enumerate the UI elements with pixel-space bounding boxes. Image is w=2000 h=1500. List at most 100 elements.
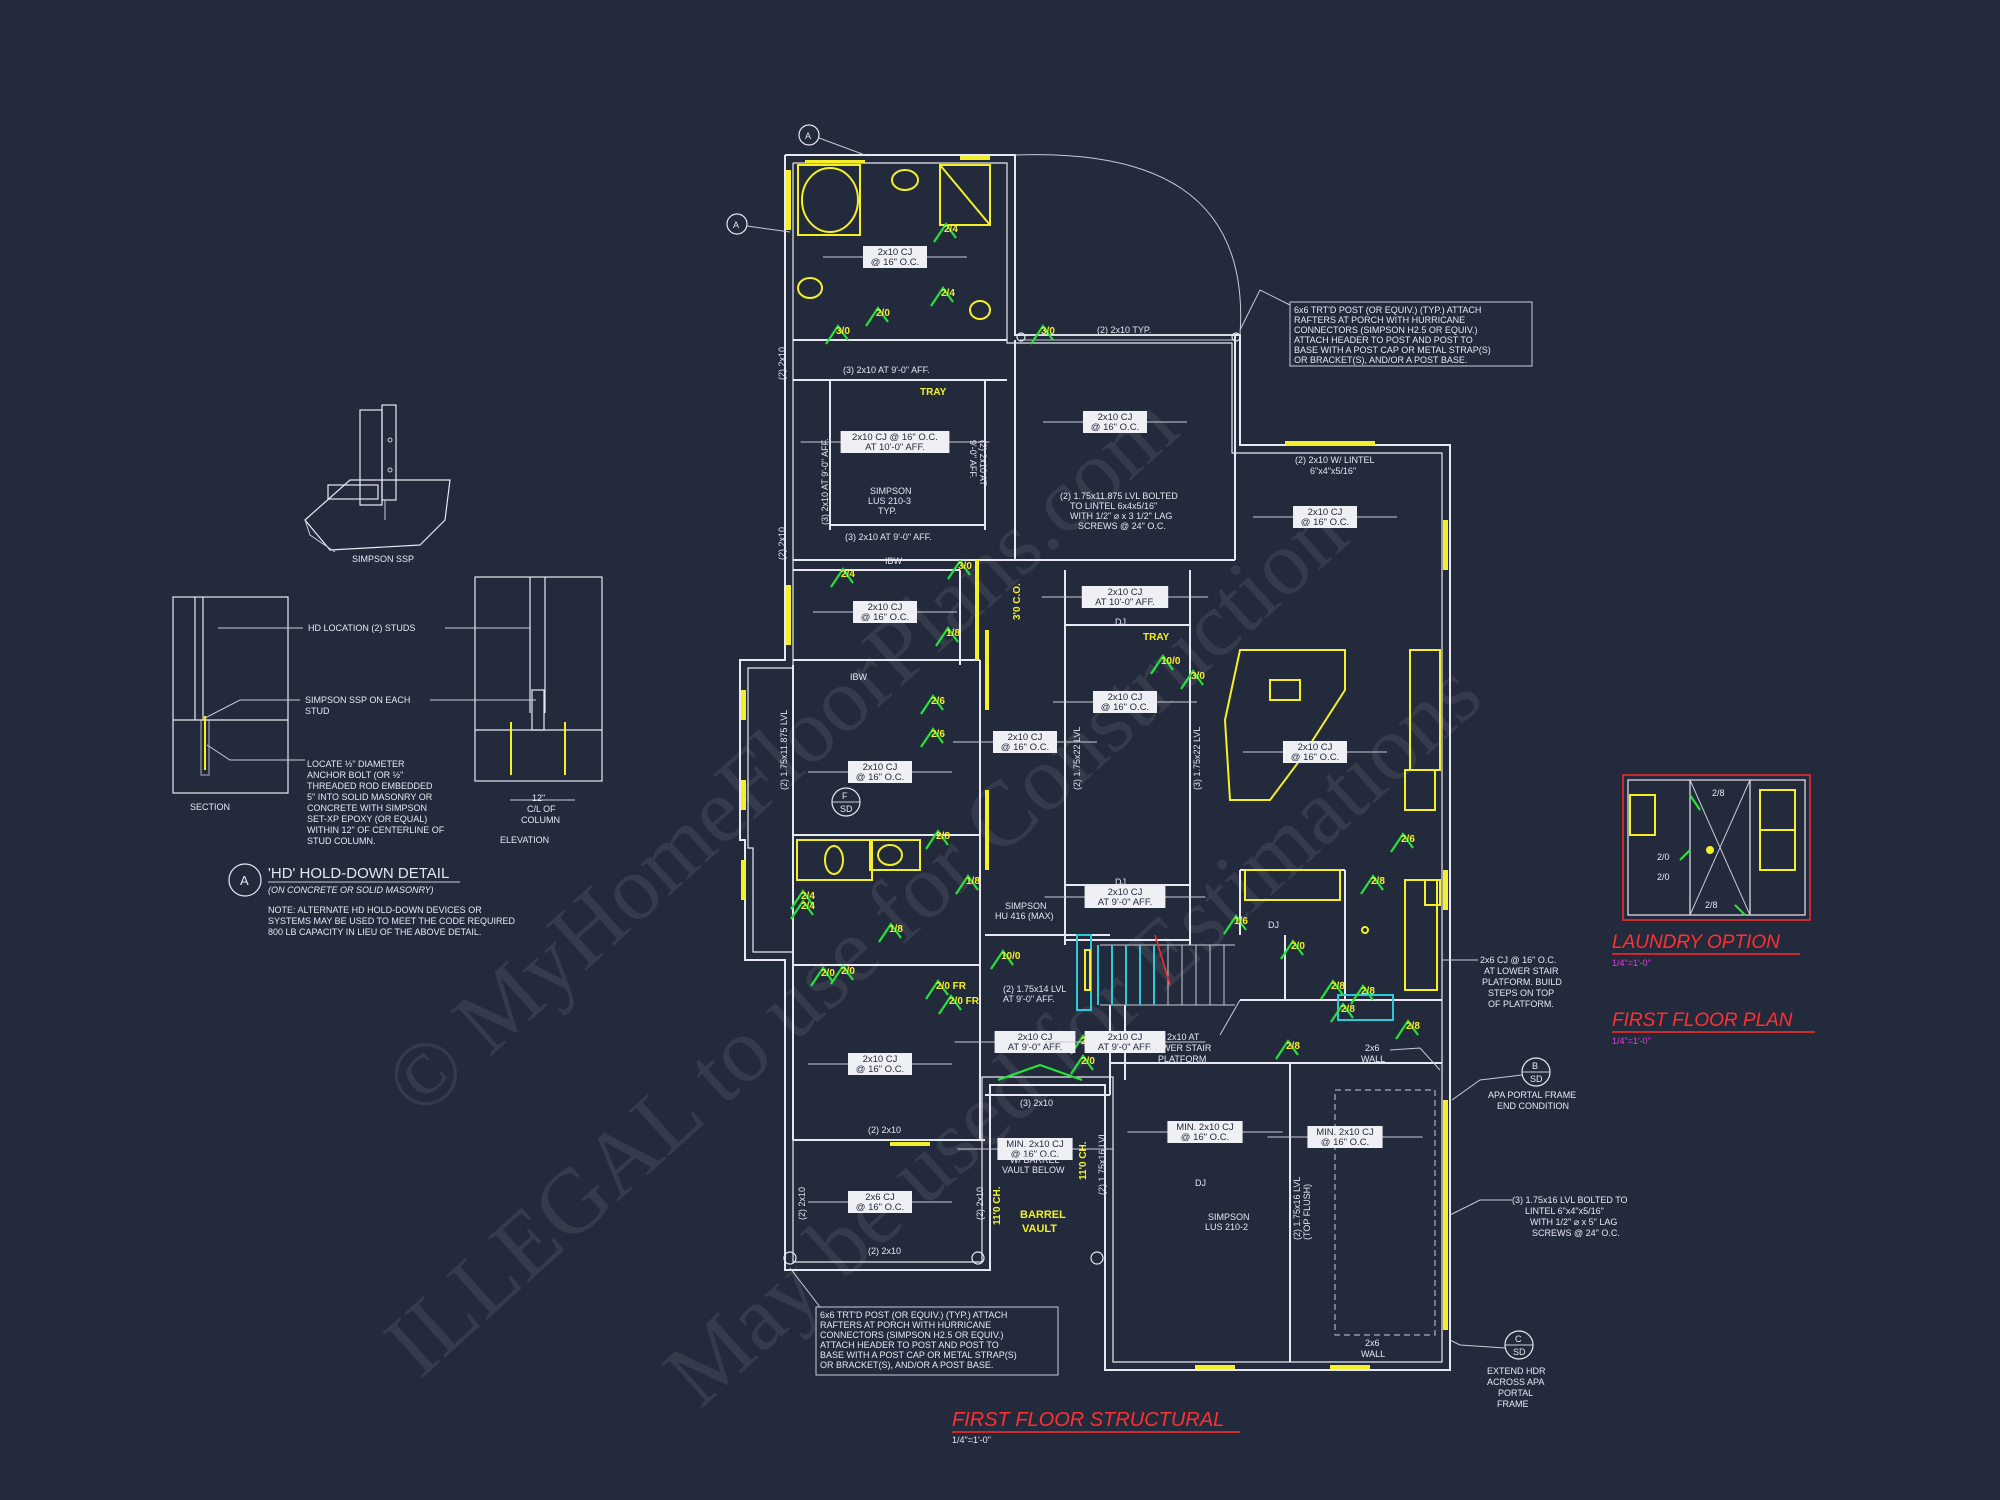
door-size-label: 1/8: [966, 876, 980, 887]
beam-b5-3: WITH 1/2" ⌀ x 3 1/2" LAG: [1070, 511, 1172, 521]
joist-label-size: MIN. 2x10 CJ: [1316, 1127, 1374, 1138]
joist-label: 2x10 CJ@ 16" O.C.: [808, 1053, 952, 1075]
porch-bottom-2: RAFTERS AT PORCH WITH HURRICANE: [820, 1320, 991, 1330]
simpson-lus2-2: LUS 210-2: [1205, 1222, 1248, 1232]
door-swing: [930, 286, 954, 307]
joist-label-box: [848, 761, 912, 783]
door-size-label: 2/8: [1406, 1021, 1420, 1032]
door-swing: [1350, 984, 1374, 1005]
door-size-label: 3/0: [958, 561, 972, 572]
ceiling-height-1: 11'0 CH.: [992, 1186, 1003, 1225]
apa-note-1: APA PORTAL FRAME: [1488, 1090, 1576, 1100]
joist-label: 2x10 CJ @ 16" O.C.AT 10'-0" AFF.: [800, 431, 990, 453]
laundry-option-scale: 1/4"=1'-0": [1612, 958, 1651, 968]
lvl-note-4: SCREWS @ 24" O.C.: [1532, 1228, 1620, 1238]
joist-label-size: 2x10 CJ: [1018, 1032, 1053, 1043]
lower-stair-1: 2x10 AT: [1167, 1032, 1200, 1042]
door-size-label: 2/8: [1371, 876, 1385, 887]
laundry-door-3: 2/0: [1657, 872, 1670, 882]
anchor-note: LOCATE ½" DIAMETER ANCHOR BOLT (OR ½" TH…: [307, 759, 445, 846]
elevation-label: ELEVATION: [500, 835, 549, 845]
door-swing: [1030, 324, 1054, 345]
door-size-label: 2/8: [1331, 981, 1345, 992]
bubble-a-top: [798, 124, 820, 146]
simpson-hu-1: SIMPSON: [1005, 901, 1047, 911]
beam-b4b: 6"x4"x5/16": [1310, 466, 1356, 476]
anchor-note-line-6: SET-XP EPOXY (OR EQUAL): [307, 814, 427, 824]
dim-label-line-1: 12": [532, 793, 545, 803]
wall-2x6-b-1: 2x6: [1365, 1338, 1380, 1348]
posts: [783, 332, 1241, 1265]
joist-3x2: (3) 2x10: [1020, 1098, 1053, 1108]
joist-label-box: [848, 1053, 912, 1075]
simpson-ssp-label: SIMPSON SSP: [352, 554, 414, 564]
bubble-a-left-letter: A: [733, 220, 739, 230]
door-size-label: 2/4: [944, 224, 958, 235]
door-size-label: 10/0: [1001, 951, 1021, 962]
door-size-label: 2/4: [941, 288, 955, 299]
joist-label-spacing: @ 16" O.C.: [1001, 742, 1049, 753]
joist-label-box: [853, 601, 917, 623]
extend-note-2: ACROSS APA: [1487, 1377, 1544, 1387]
apa-note-2: END CONDITION: [1497, 1101, 1569, 1111]
door-swing: [830, 567, 854, 588]
tray-1: TRAY: [920, 387, 947, 398]
joist-label-spacing: @ 16" O.C.: [1101, 702, 1149, 713]
lower-stair-2: LOWER STAIR: [1150, 1043, 1212, 1053]
section-label: SECTION: [190, 802, 230, 812]
simpson-lus2-1: SIMPSON: [1208, 1212, 1250, 1222]
joist-label-box: [1084, 886, 1166, 908]
first-floor-structural-scale: 1/4"=1'-0": [952, 1435, 991, 1445]
door-size-label: 1/8: [946, 628, 960, 639]
dj-2: DJ: [1115, 877, 1126, 887]
lvl-v1: (2) 1.75x11.875 LVL: [779, 710, 789, 790]
cj-note-5: OF PLATFORM.: [1488, 999, 1554, 1009]
joist-label-spacing: @ 16" O.C.: [1091, 422, 1139, 433]
door-swing: [790, 889, 814, 910]
lvl-14-1: (2) 1.75x14 LVL: [1003, 984, 1066, 994]
door-size-label: 2/0: [841, 966, 855, 977]
anchor-note-line-4: 5" INTO SOLID MASONRY OR: [307, 792, 433, 802]
door-swing: [1330, 1002, 1354, 1023]
door-size-label: 2/8: [936, 831, 950, 842]
door-swing: [1275, 1039, 1299, 1060]
door-swing: [925, 979, 949, 1000]
porch-bottom-6: OR BRACKET(S), AND/OR A POST BASE.: [820, 1360, 993, 1370]
lvl-v4b: (TOP FLUSH): [1302, 1184, 1312, 1240]
bubble-c-sheet: SD: [1513, 1347, 1526, 1357]
ceiling-height-2: 11'0 CH.: [1078, 1141, 1089, 1180]
callouts: 6x6 TRT'D POST (OR EQUIV.) (TYP.) ATTACH…: [726, 124, 1628, 1409]
joist-label-box: [840, 431, 950, 453]
door-size-label: 2/6: [1401, 834, 1415, 845]
beam-b3: (3) 2x10 AT 9'-0" AFF.: [845, 532, 932, 542]
ssp-each-stud-2: STUD: [305, 706, 330, 716]
tray-2: TRAY: [1143, 632, 1170, 643]
cj-note-3: PLATFORM. BUILD: [1482, 977, 1562, 987]
door-swing: [935, 626, 959, 647]
joist-label-spacing: @ 16" O.C.: [1301, 517, 1349, 528]
bubble-a-top-letter: A: [805, 131, 811, 141]
bubble-f-letter: F: [842, 791, 848, 801]
dim-label-line-3: COLUMN: [521, 815, 560, 825]
door-size-label: 2/6: [931, 729, 945, 740]
door-size-label: 10/0: [1161, 656, 1181, 667]
detail-bubble-a: [228, 863, 262, 897]
anchor-note-line-8: STUD COLUMN.: [307, 836, 376, 846]
joist-label-size: 2x10 CJ: [1108, 1032, 1143, 1043]
at9b: (3) 2x10 AT 9'-0" AFF.: [820, 438, 830, 525]
joist-label-size: 2x10 CJ: [863, 762, 898, 773]
joist-label-size: 2x10 CJ: [1298, 742, 1333, 753]
door-swing: [955, 874, 979, 895]
joist-label-box: [993, 731, 1057, 753]
joist-label-box: [1093, 691, 1157, 713]
cj-note-2: AT LOWER STAIR: [1484, 966, 1559, 976]
wall-2x6-b-2: WALL: [1361, 1349, 1385, 1359]
door-swing: [1070, 1054, 1094, 1075]
at9-1: (2) 2x10 AT: [978, 440, 988, 486]
anchor-note-line-1: LOCATE ½" DIAMETER: [307, 759, 405, 769]
door-size-label: 2/0 FR: [949, 996, 980, 1007]
joist-label-spacing: AT 10'-0" AFF.: [1095, 597, 1155, 608]
simpson-lus-1: SIMPSON: [870, 486, 912, 496]
